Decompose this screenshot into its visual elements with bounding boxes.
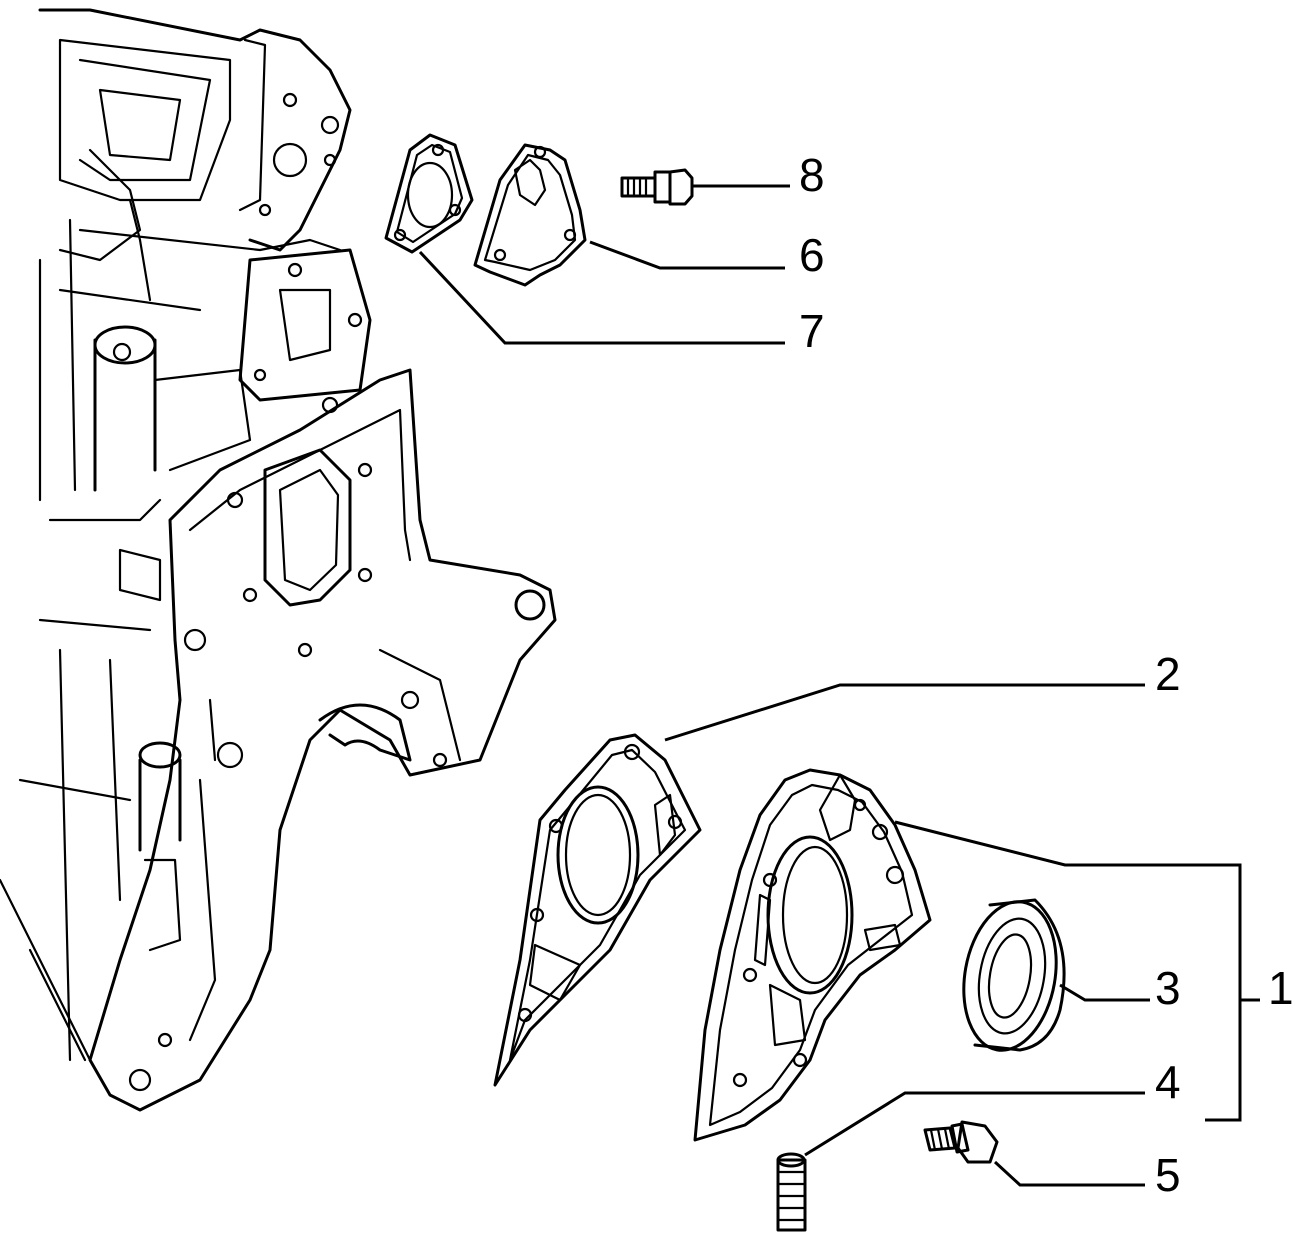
- leader-lines: [418, 184, 1260, 1187]
- callout-2: 2: [1155, 648, 1181, 700]
- callout-labels: 8 6 7 2 3 1 4 5: [799, 149, 1294, 1201]
- callout-5: 5: [1155, 1149, 1181, 1201]
- oil-seal-part-3: [962, 898, 1066, 1052]
- stud-part-4: [776, 1152, 807, 1232]
- engine-block: [0, 8, 557, 1112]
- callout-1: 1: [1268, 962, 1294, 1014]
- callout-8: 8: [799, 149, 825, 201]
- callout-3: 3: [1155, 962, 1181, 1014]
- callout-6: 6: [799, 229, 825, 281]
- gasket-part-2: [493, 733, 702, 1087]
- callout-4: 4: [1155, 1056, 1181, 1108]
- gasket-part-7: [384, 133, 474, 254]
- seal-housing-part-1: [693, 768, 932, 1142]
- callout-7: 7: [799, 305, 825, 357]
- bolt-part-8: [620, 168, 694, 206]
- bolt-part-5: [923, 1120, 999, 1164]
- cover-part-6: [473, 143, 587, 287]
